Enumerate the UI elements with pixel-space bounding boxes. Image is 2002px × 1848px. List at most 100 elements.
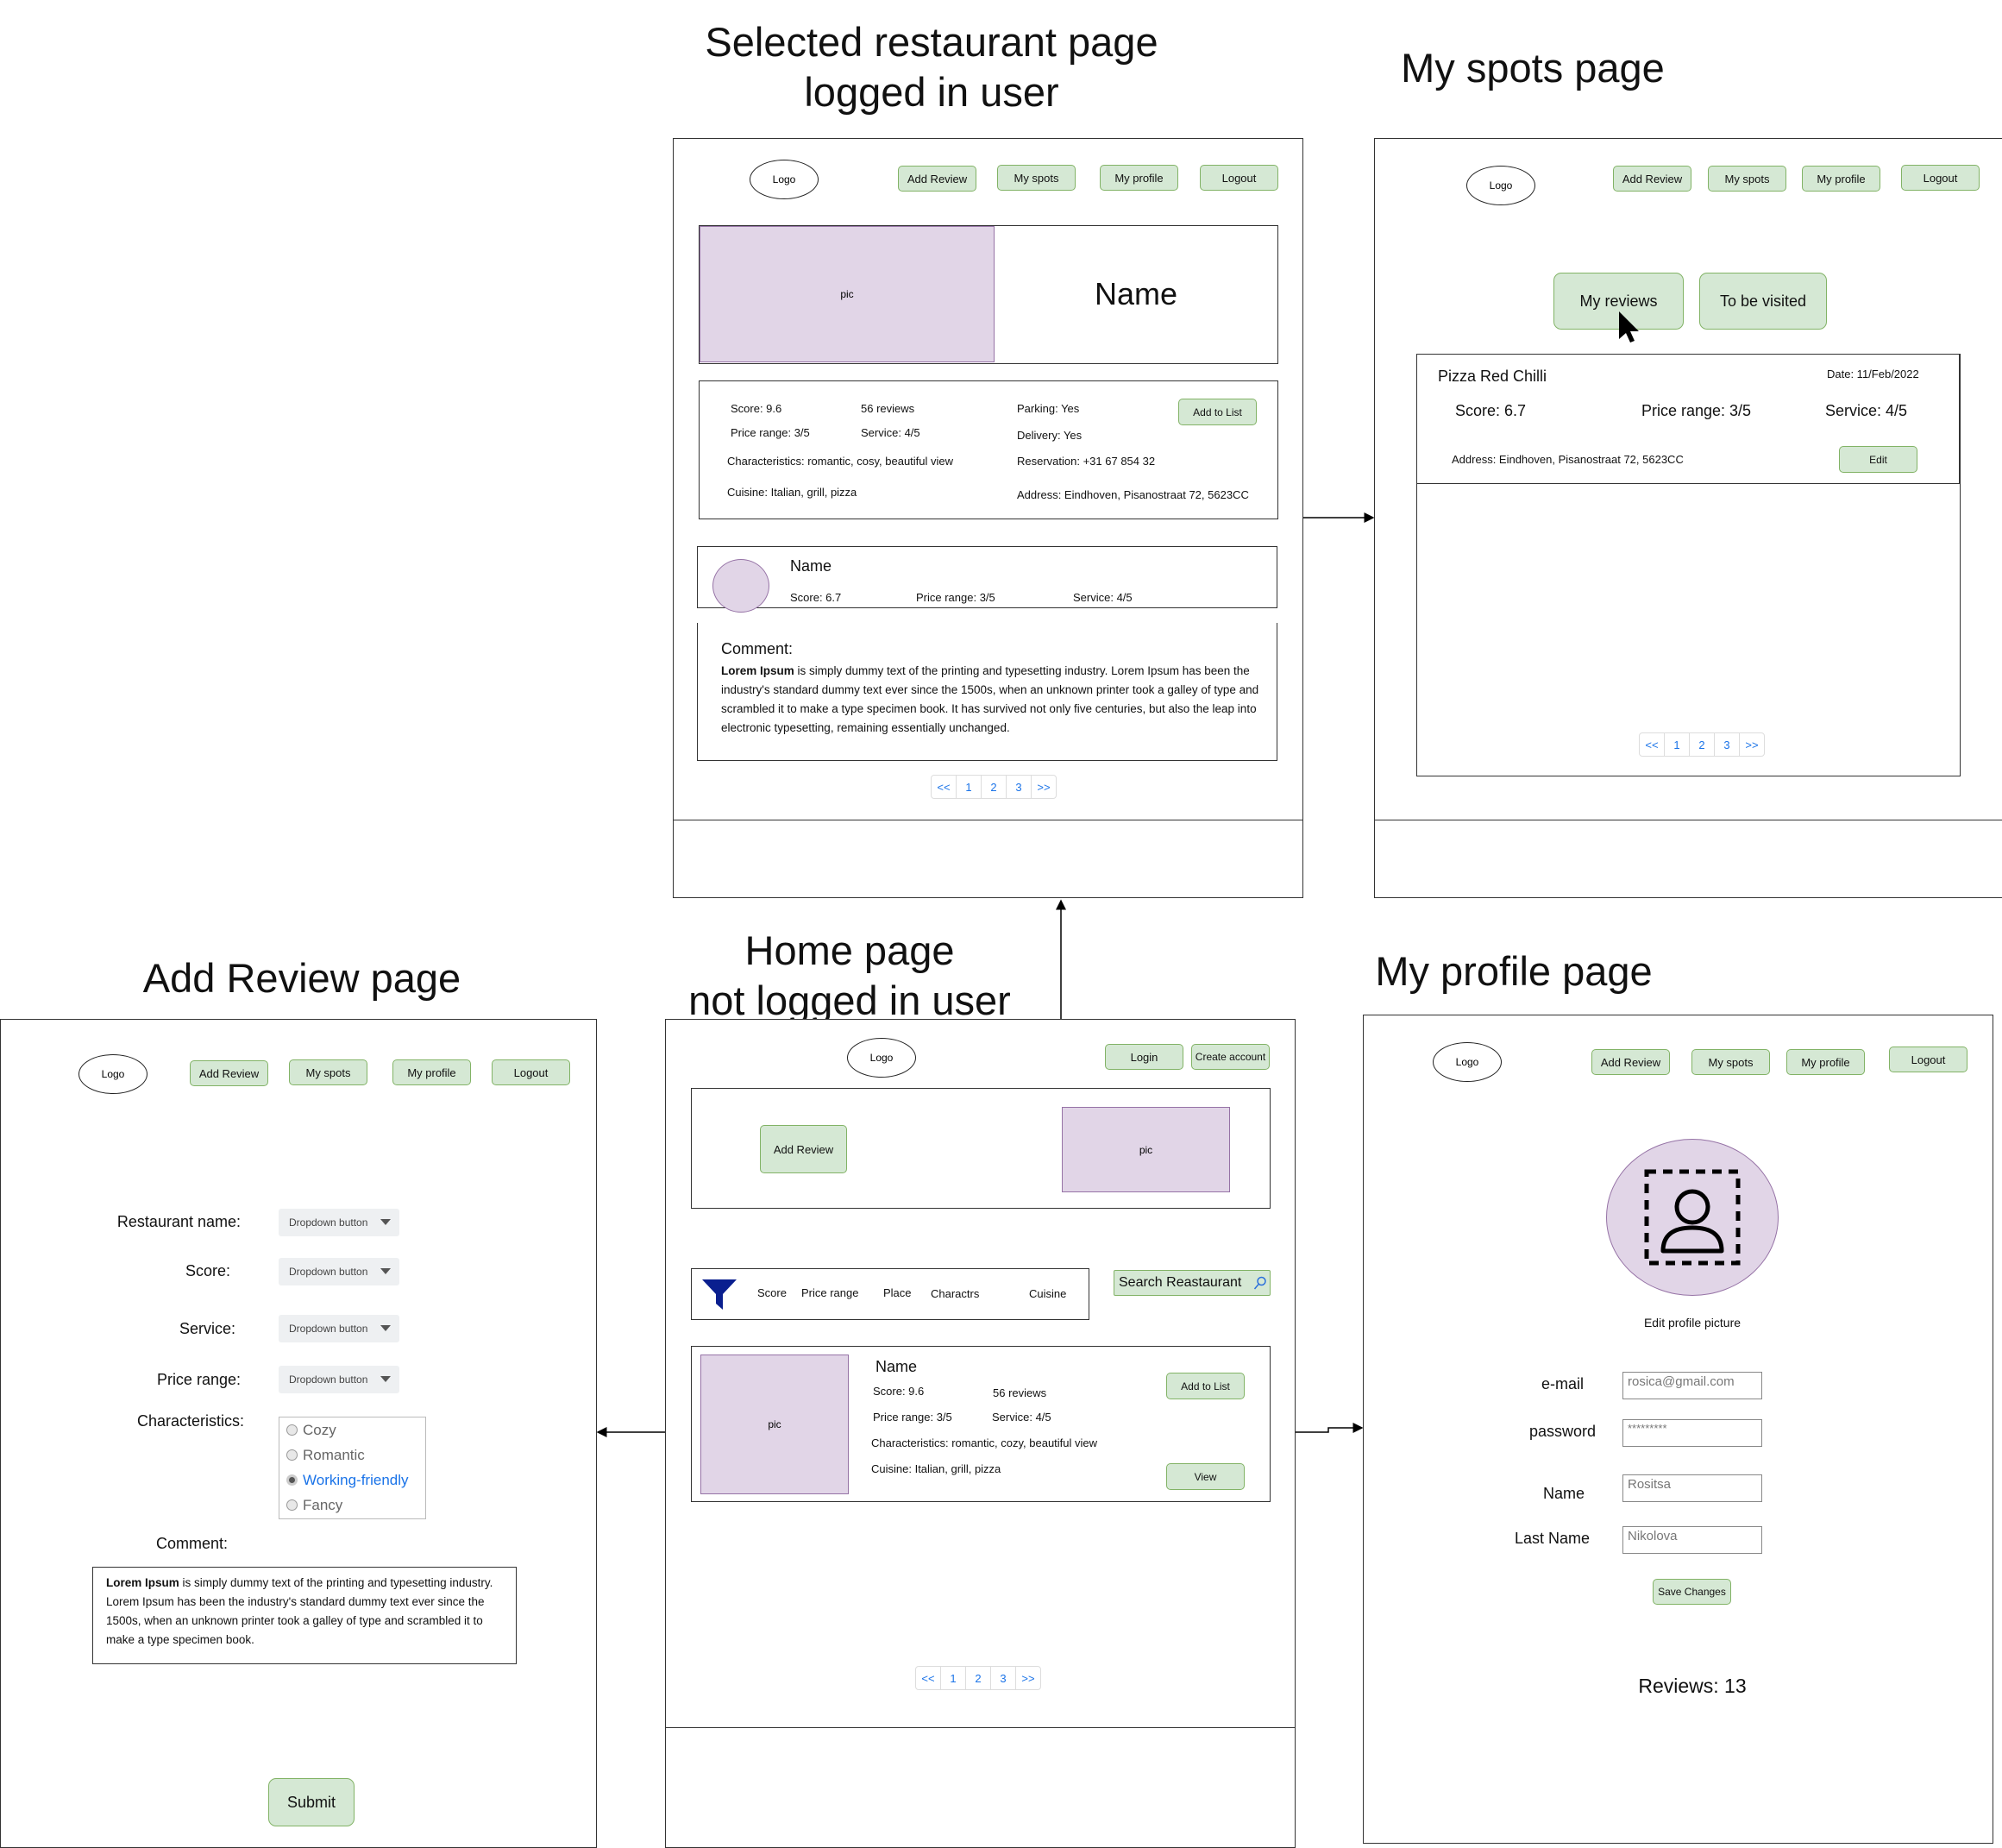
nav-my-spots-button[interactable]: My spots: [1708, 166, 1786, 192]
last-name-field[interactable]: Nikolova: [1622, 1526, 1762, 1554]
logo[interactable]: Logo: [1466, 166, 1535, 205]
profile-picture[interactable]: [1606, 1139, 1779, 1296]
save-changes-button[interactable]: Save Changes: [1653, 1579, 1731, 1605]
parking: Parking: Yes: [1017, 402, 1080, 415]
filter-bar: Score Price range Place Charactrs Cuisin…: [691, 1268, 1089, 1320]
price-range: Price range: 3/5: [731, 426, 810, 439]
home-frame: Logo Login Create account Add Review pic…: [665, 1019, 1296, 1848]
page-2[interactable]: 2: [981, 775, 1007, 799]
nav-my-profile-button[interactable]: My profile: [1100, 165, 1178, 191]
page-1[interactable]: 1: [956, 775, 982, 799]
page-next[interactable]: >>: [1031, 775, 1057, 799]
nav-add-review-button[interactable]: Add Review: [898, 166, 976, 192]
filter-place[interactable]: Place: [883, 1286, 912, 1299]
tab-my-reviews[interactable]: My reviews: [1553, 273, 1684, 330]
nav-my-spots-button[interactable]: My spots: [1691, 1049, 1770, 1075]
password-field[interactable]: *********: [1622, 1419, 1762, 1447]
pagination: << 1 2 3 >>: [1639, 732, 1765, 757]
page-prev[interactable]: <<: [1639, 732, 1665, 757]
name-label: Name: [1542, 1485, 1585, 1502]
radio-cozy[interactable]: Cozy: [279, 1417, 425, 1443]
restaurant-header-box: pic Name: [699, 225, 1278, 364]
nav-logout-button[interactable]: Logout: [1901, 165, 1980, 191]
hero-picture: pic: [1062, 1107, 1230, 1192]
spot-address: Address: Eindhoven, Pisanostraat 72, 562…: [1452, 453, 1684, 466]
nav-add-review-button[interactable]: Add Review: [190, 1060, 268, 1086]
search-restaurant-input[interactable]: Search Reastaurant: [1114, 1270, 1271, 1296]
hero-add-review-button[interactable]: Add Review: [760, 1125, 847, 1173]
spots-page-title: My spots page: [1401, 45, 1665, 91]
logo[interactable]: Logo: [750, 160, 819, 199]
footer-divider: [666, 1727, 1295, 1728]
edit-profile-picture-link[interactable]: Edit profile picture: [1643, 1316, 1742, 1329]
nav-my-profile-button[interactable]: My profile: [392, 1059, 471, 1085]
radio-romantic[interactable]: Romantic: [279, 1443, 425, 1468]
page-3[interactable]: 3: [990, 1666, 1016, 1690]
nav-my-spots-button[interactable]: My spots: [289, 1059, 367, 1085]
page-2[interactable]: 2: [965, 1666, 991, 1690]
nav-logout-button[interactable]: Logout: [1889, 1047, 1967, 1072]
page-prev[interactable]: <<: [931, 775, 957, 799]
service: Service: 4/5: [861, 426, 920, 439]
user-avatar-icon: [1644, 1169, 1741, 1266]
radio-fancy[interactable]: Fancy: [279, 1493, 425, 1518]
review-score: Score: 6.7: [790, 591, 842, 604]
create-account-button[interactable]: Create account: [1191, 1044, 1270, 1070]
logo[interactable]: Logo: [847, 1038, 916, 1078]
add-to-list-button[interactable]: Add to List: [1178, 399, 1257, 425]
address: Address: Eindhoven, Pisanostraat 72, 562…: [1017, 488, 1249, 501]
nav-add-review-button[interactable]: Add Review: [1613, 166, 1691, 192]
radio-label: Cozy: [303, 1421, 336, 1438]
card-add-to-list-button[interactable]: Add to List: [1166, 1373, 1245, 1399]
filter-characteristics[interactable]: Charactrs: [931, 1287, 980, 1300]
card-reviews: 56 reviews: [993, 1386, 1047, 1399]
filter-cuisine[interactable]: Cuisine: [1029, 1287, 1067, 1300]
email-label: e-mail: [1541, 1375, 1584, 1392]
profile-page-title: My profile page: [1375, 948, 1653, 994]
page-3[interactable]: 3: [1714, 732, 1740, 757]
email-field[interactable]: rosica@gmail.com: [1622, 1372, 1762, 1399]
filter-price-range[interactable]: Price range: [801, 1286, 859, 1299]
restaurant-details-box: Score: 9.6 56 reviews Parking: Yes Add t…: [699, 380, 1278, 519]
page-1[interactable]: 1: [1664, 732, 1690, 757]
tab-to-be-visited[interactable]: To be visited: [1699, 273, 1827, 330]
name-field[interactable]: Rositsa: [1622, 1474, 1762, 1502]
spot-date: Date: 11/Feb/2022: [1827, 368, 1919, 380]
price-range-dropdown[interactable]: Dropdown button: [279, 1366, 399, 1393]
filter-score[interactable]: Score: [757, 1286, 787, 1299]
radio-label: Romantic: [303, 1446, 365, 1463]
page-next[interactable]: >>: [1015, 1666, 1041, 1690]
restaurant-name-dropdown[interactable]: Dropdown button: [279, 1209, 399, 1236]
review-comment-box: Comment: Lorem Ipsum is simply dummy tex…: [697, 623, 1277, 761]
login-button[interactable]: Login: [1105, 1044, 1183, 1070]
edit-button[interactable]: Edit: [1839, 446, 1917, 473]
comment-textarea[interactable]: Lorem Ipsum is simply dummy text of the …: [92, 1567, 517, 1664]
logo[interactable]: Logo: [1433, 1042, 1502, 1082]
nav-my-spots-button[interactable]: My spots: [997, 165, 1076, 191]
nav-my-profile-button[interactable]: My profile: [1786, 1049, 1865, 1075]
page-prev[interactable]: <<: [915, 1666, 941, 1690]
spot-item: Pizza Red Chilli Date: 11/Feb/2022 Score…: [1417, 355, 1960, 484]
page-3[interactable]: 3: [1006, 775, 1032, 799]
radio-working-friendly[interactable]: Working-friendly: [279, 1468, 425, 1493]
score-dropdown[interactable]: Dropdown button: [279, 1258, 399, 1285]
restaurant-name-label: Restaurant name:: [116, 1213, 241, 1230]
comment-label: Comment:: [156, 1535, 229, 1552]
nav-logout-button[interactable]: Logout: [492, 1059, 570, 1085]
nav-add-review-button[interactable]: Add Review: [1591, 1049, 1670, 1075]
page-2[interactable]: 2: [1689, 732, 1715, 757]
search-icon: [1253, 1276, 1266, 1290]
spot-service: Service: 4/5: [1825, 402, 1908, 419]
arrow-home-to-profile: [1295, 1423, 1364, 1433]
card-view-button[interactable]: View: [1166, 1463, 1245, 1490]
logo[interactable]: Logo: [78, 1054, 147, 1094]
page-1[interactable]: 1: [940, 1666, 966, 1690]
submit-button[interactable]: Submit: [268, 1778, 355, 1826]
characteristics-label: Characteristics:: [136, 1412, 244, 1430]
service-dropdown[interactable]: Dropdown button: [279, 1315, 399, 1342]
filter-icon[interactable]: [701, 1278, 737, 1312]
page-next[interactable]: >>: [1739, 732, 1765, 757]
hero-box: Add Review pic: [691, 1088, 1271, 1209]
nav-my-profile-button[interactable]: My profile: [1802, 166, 1880, 192]
nav-logout-button[interactable]: Logout: [1200, 165, 1278, 191]
